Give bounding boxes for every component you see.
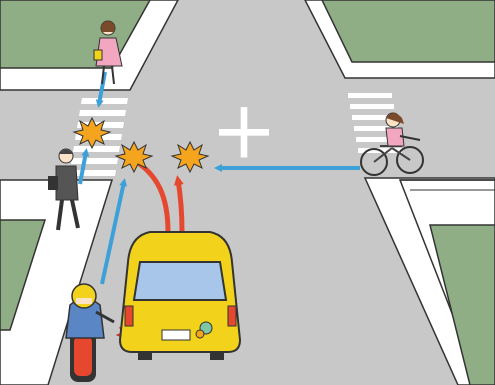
cyclist-icon [360, 112, 424, 176]
block-bottom-right [363, 177, 495, 385]
pedestrian-woman-icon [93, 20, 123, 85]
block-top-right [304, 0, 495, 79]
car-icon [118, 231, 242, 360]
road-plus-marking: ＋ [211, 96, 277, 173]
pedestrian-man-icon [48, 148, 80, 231]
collision-star-icon [72, 116, 112, 150]
arrow-icon [78, 148, 90, 185]
motorcyclist-icon [65, 283, 115, 382]
arrow-icon [95, 71, 107, 108]
arrow-icon [173, 175, 185, 233]
movement-arrows-blue [78, 71, 360, 285]
collision-star-icon [170, 140, 210, 174]
collision-star-icon [114, 140, 154, 174]
arrow-icon [100, 178, 128, 285]
